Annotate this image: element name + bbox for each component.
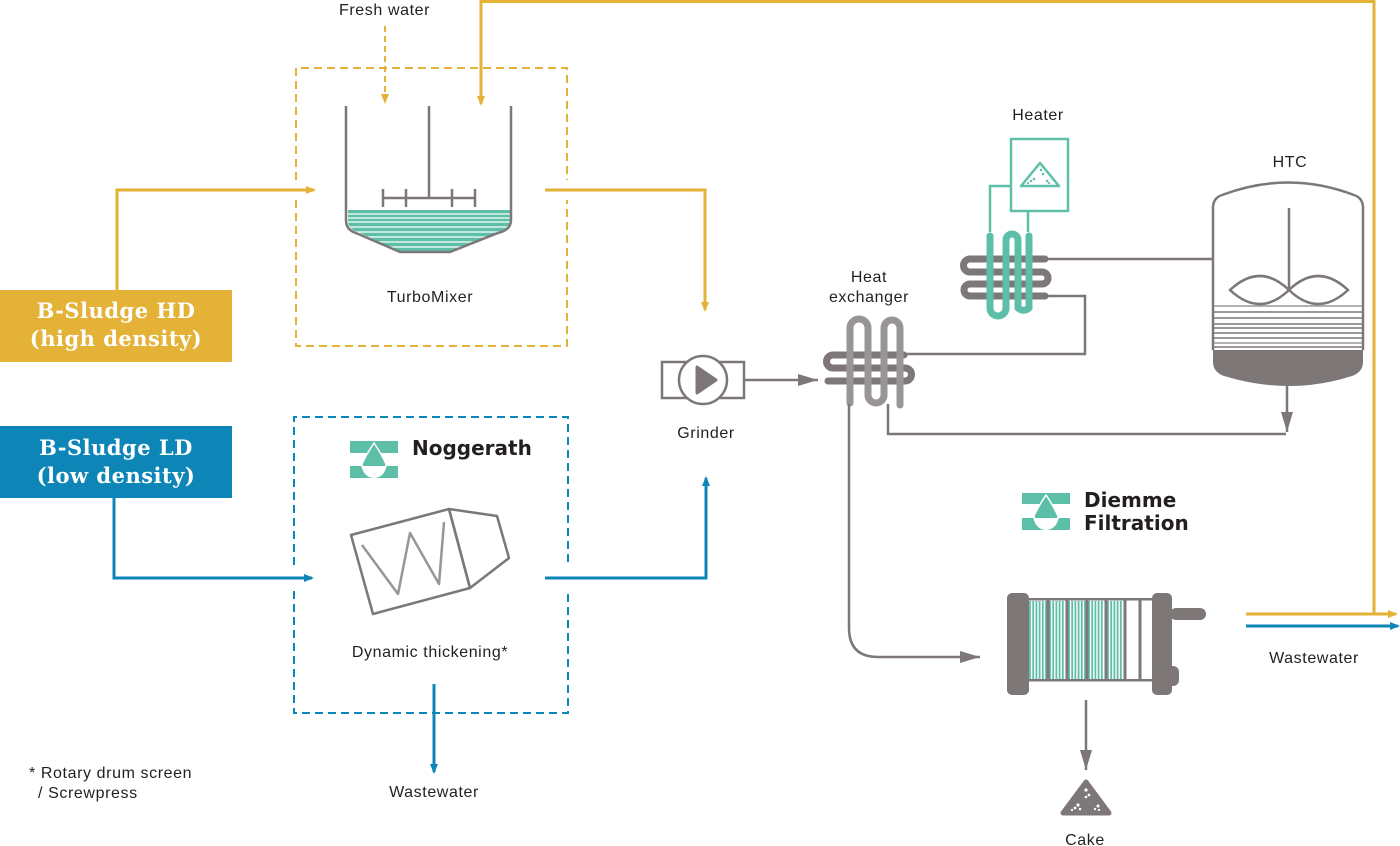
noggerath-brand: Noggerath <box>412 436 532 460</box>
hd-input-title: B-Sludge HD <box>37 298 196 323</box>
thickening-boundary <box>293 416 569 714</box>
heater-icon <box>988 137 1070 232</box>
hd-input-line <box>115 186 316 292</box>
fresh-water-label: Fresh water <box>339 2 430 19</box>
dynamic-thickening-label: Dynamic thickening* <box>352 644 508 661</box>
footnote-line2: / Screwpress <box>33 785 138 802</box>
diemme-brand-line2: Filtration <box>1084 511 1189 535</box>
diemme-brand-line1: Diemme <box>1084 488 1176 512</box>
ld-input-line <box>112 498 314 582</box>
diemme-logo-icon <box>1022 493 1070 530</box>
htc-return-line <box>886 404 1286 436</box>
filter-press-icon <box>1007 593 1206 695</box>
heat-exchanger-label-line1: Heat <box>851 269 887 286</box>
drum-screen-icon <box>349 507 511 616</box>
exchanger-to-heater-line <box>907 294 1087 356</box>
heat-exchanger-label-line2: exchanger <box>829 289 909 306</box>
grinder-icon <box>660 354 746 406</box>
hd-flow-lines <box>115 0 1398 618</box>
ld-input-box: B-Sludge LD (low density) <box>0 426 232 498</box>
thickening-to-grinder-line <box>545 476 710 580</box>
ld-input-subtitle: (low density) <box>37 463 196 488</box>
cake-label: Cake <box>1065 832 1105 846</box>
heater-coil-icon <box>960 230 1052 320</box>
turbomixer-icon <box>344 106 513 254</box>
cake-icon <box>1060 779 1112 816</box>
footnote-line1: * Rotary drum screen <box>29 765 192 782</box>
turbomixer-boundary <box>295 67 568 347</box>
grinder-label: Grinder <box>677 425 735 442</box>
heater-label: Heater <box>1012 107 1064 124</box>
noggerath-logo-icon <box>350 441 398 478</box>
htc-reactor-icon <box>1211 181 1365 386</box>
turbomixer-label: TurboMixer <box>387 289 473 306</box>
wastewater-left-label: Wastewater <box>389 784 479 801</box>
htc-label: HTC <box>1273 154 1308 171</box>
hd-input-subtitle: (high density) <box>30 326 202 351</box>
wastewater-right-label: Wastewater <box>1269 650 1359 667</box>
recycle-water-line <box>477 0 1376 614</box>
hd-input-box: B-Sludge HD (high density) <box>0 290 232 362</box>
heat-exchanger-icon <box>823 315 915 409</box>
ld-input-title: B-Sludge LD <box>39 435 193 460</box>
turbomixer-to-grinder-line <box>545 188 709 312</box>
exchanger-to-filter-line <box>847 404 980 663</box>
ld-flow-lines <box>112 476 1400 774</box>
